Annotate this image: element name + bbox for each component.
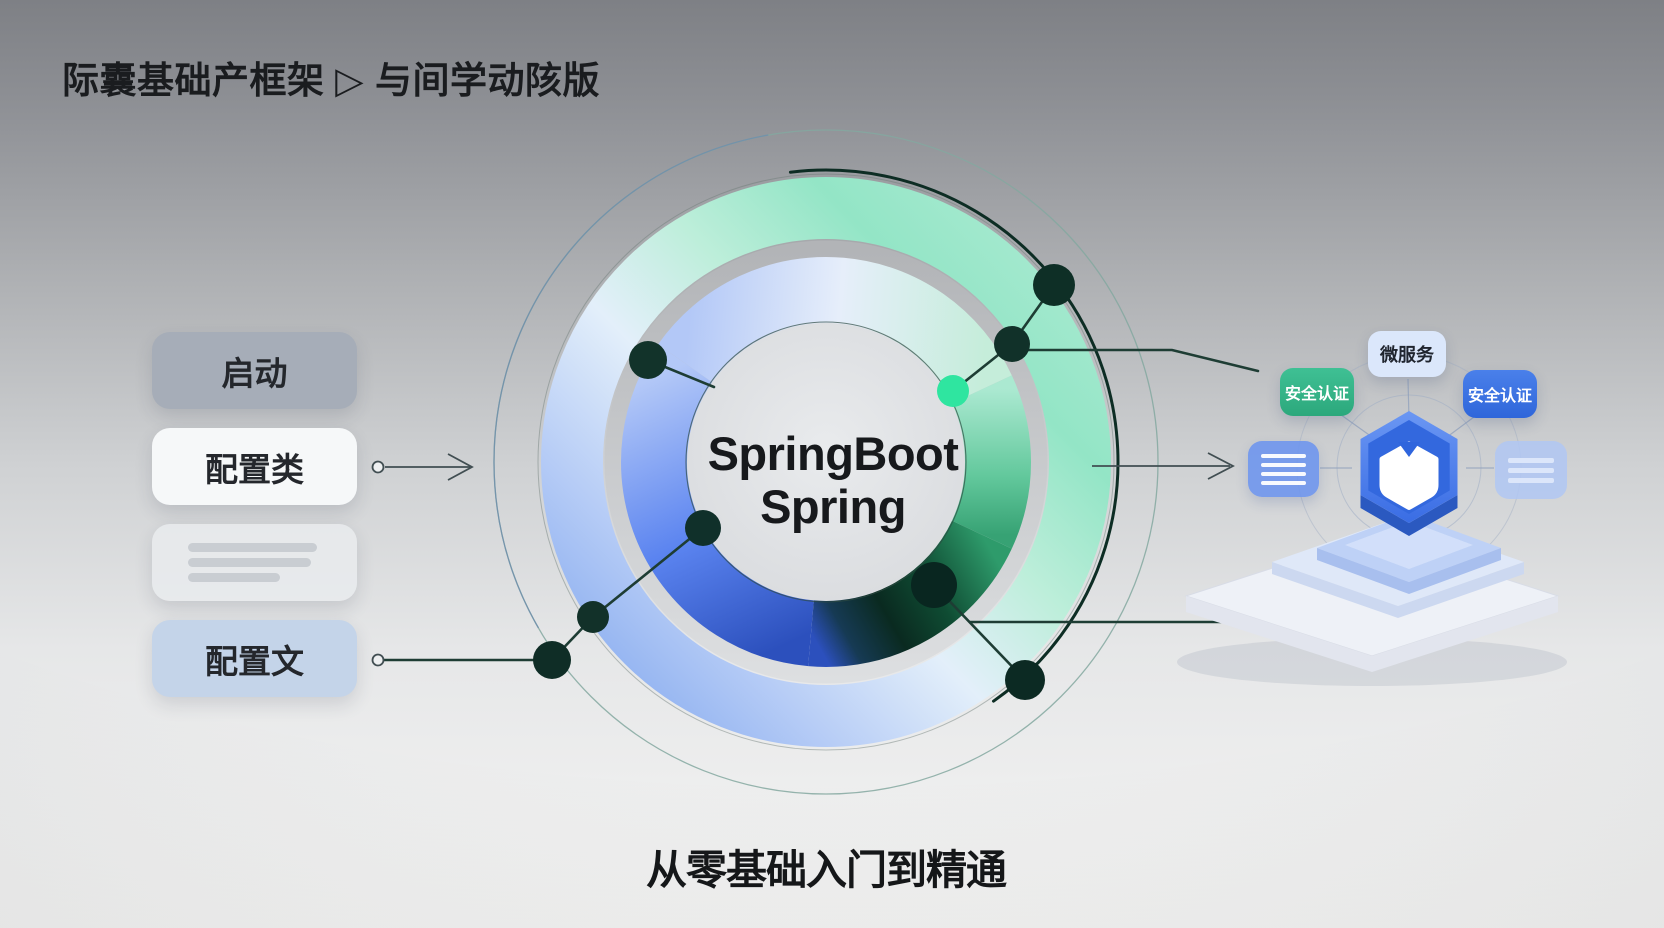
node-dot	[994, 326, 1030, 362]
class-arrow	[371, 453, 474, 481]
left-item-config-class-label: 配置类	[205, 450, 304, 488]
file-connector-dot	[371, 653, 385, 667]
list-line	[1261, 453, 1306, 458]
outer-thin-circle-blue-arc	[493, 134, 769, 629]
left-item-config-file: 配置文	[152, 620, 357, 697]
list-line	[1261, 471, 1306, 476]
node-dot	[1005, 660, 1045, 700]
shield-pin-icon	[1379, 441, 1439, 510]
left-item-config-file-label: 配置文	[205, 642, 304, 680]
list-line	[1508, 457, 1554, 463]
page-title: 际囊基础产框架 ▷ 与间学动陔版	[62, 60, 601, 101]
center-disc	[685, 321, 967, 603]
node-dot	[533, 641, 571, 679]
gray-gap-ring	[604, 240, 1048, 684]
list-card-left	[1248, 441, 1319, 497]
list-line	[1261, 480, 1306, 485]
platform-top	[1317, 514, 1501, 594]
left-item-config-class: 配置类	[152, 428, 357, 505]
node-dots	[533, 264, 1075, 700]
list-card-right	[1495, 441, 1567, 499]
list-line	[1261, 462, 1306, 467]
footer-caption: 从零基础入门到精通	[646, 847, 1007, 893]
node-dot	[629, 341, 667, 379]
auth-badge-blue: 安全认证	[1463, 370, 1537, 418]
mid-thin-circle	[537, 173, 1115, 751]
text-placeholder-line	[188, 573, 280, 582]
left-item-start: 启动	[152, 332, 357, 409]
node-dot	[577, 601, 609, 633]
text-placeholder-line	[188, 543, 317, 552]
node-dot	[685, 510, 721, 546]
inner-thin-circle	[685, 321, 967, 603]
security-platform-illustration	[1177, 354, 1567, 686]
center-title: SpringBoot Spring	[633, 427, 1033, 533]
left-item-start-label: 启动	[221, 354, 288, 392]
node-dot-bright	[937, 375, 969, 407]
microservice-badge: 微服务	[1368, 331, 1446, 377]
inner-gradient-ring	[621, 256, 1032, 667]
dark-progress-arc	[788, 168, 1120, 703]
list-line	[1508, 467, 1554, 473]
center-title-line2: Spring	[760, 480, 906, 533]
left-item-placeholder	[152, 524, 357, 601]
text-placeholder-line	[188, 558, 311, 567]
auth-badge-green: 安全认证	[1280, 368, 1354, 416]
list-line	[1508, 477, 1554, 483]
right-arrow	[1092, 452, 1235, 480]
node-dot	[911, 562, 957, 608]
node-dot	[1033, 264, 1075, 306]
center-title-line1: SpringBoot	[707, 427, 959, 480]
hexagon-shield-icon	[1360, 411, 1458, 536]
outer-gradient-ring	[541, 177, 1111, 747]
shield-notch	[1398, 442, 1420, 457]
